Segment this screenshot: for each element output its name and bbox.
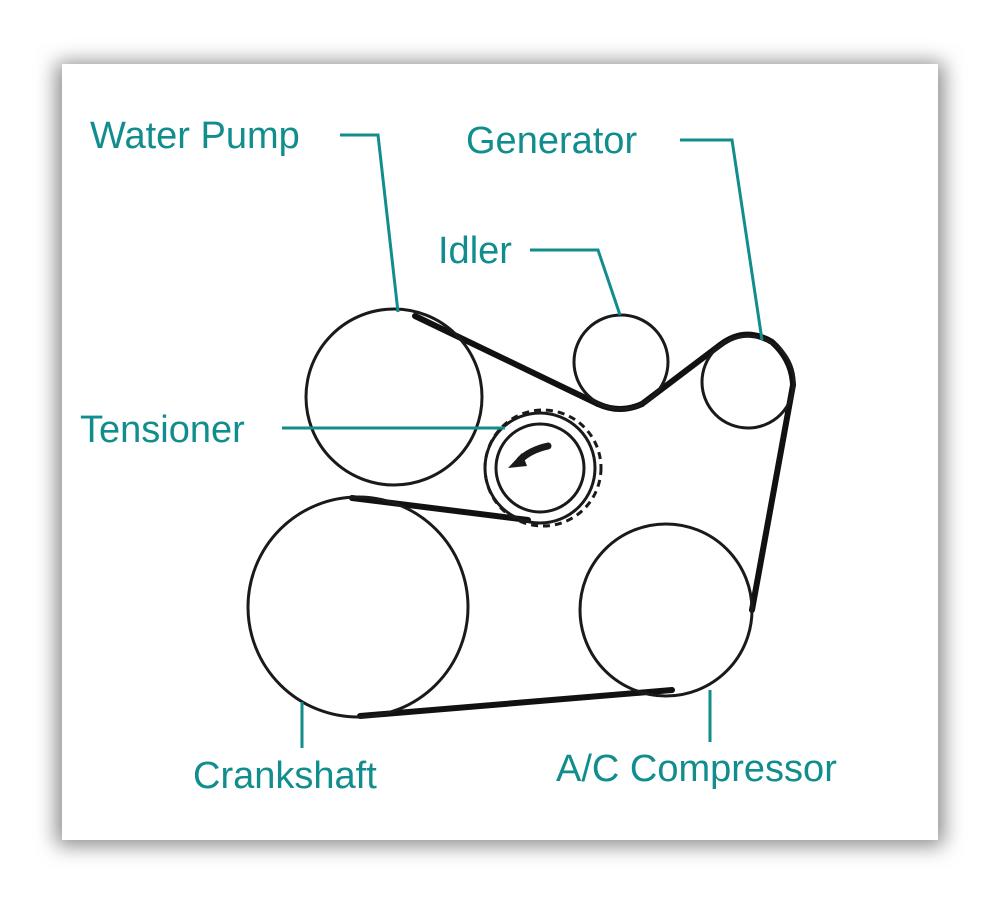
ac-compressor-label: A/C Compressor <box>556 748 837 790</box>
water-pump-pulley <box>304 307 484 487</box>
idler-pulley <box>572 313 670 411</box>
ac-compressor-pulley <box>578 522 754 698</box>
belt-segment-waterpump-idler <box>412 313 601 407</box>
leader-lines <box>282 133 764 748</box>
generator-pulley <box>700 334 796 430</box>
generator-leader <box>680 138 764 341</box>
curved-arrow-head <box>508 453 527 468</box>
tensioner-label: Tensioner <box>80 409 245 451</box>
generator-label: Generator <box>466 120 637 162</box>
tensioner-dashed-ring <box>483 408 603 528</box>
belt-segment-compressor-crankshaft <box>357 687 675 719</box>
crankshaft-label: Crankshaft <box>193 755 377 797</box>
water-pump-label: Water Pump <box>90 115 300 157</box>
tensioner-inner-ring <box>494 422 586 514</box>
belt-segment-generator-compressor <box>749 382 796 613</box>
tensioner-pulley <box>483 408 603 528</box>
serpentine-belt <box>349 313 796 719</box>
component-labels: Water Pump Generator Idler Tensioner Cra… <box>80 115 837 797</box>
idler-leader <box>530 248 622 316</box>
crankshaft-pulley <box>246 495 470 719</box>
water-pump-leader <box>340 133 400 313</box>
pulleys <box>246 307 796 719</box>
belt-segment-crankshaft-tensioner <box>349 495 531 523</box>
idler-label: Idler <box>438 230 512 272</box>
